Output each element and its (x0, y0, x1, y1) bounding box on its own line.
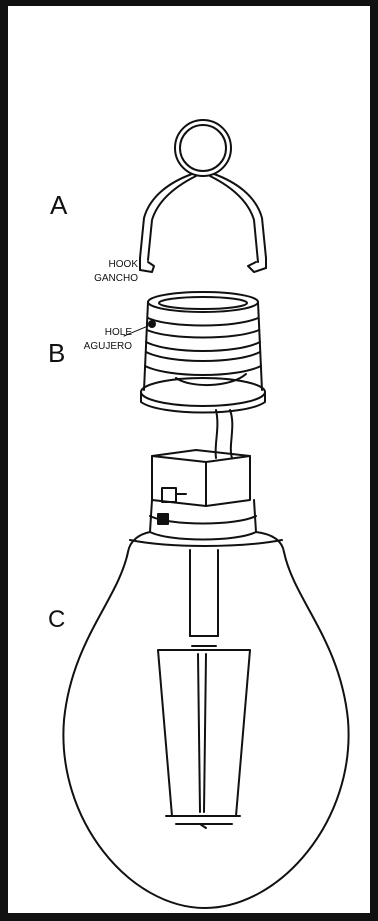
label-part-c: C (48, 606, 66, 633)
hook-left-arm-inner (147, 175, 197, 261)
socket-thread-1 (147, 317, 259, 327)
hook-label-es: GANCHO (94, 273, 138, 284)
hook-right-arm-inner (209, 175, 259, 263)
filament-wire (197, 653, 207, 813)
hook-left-arm-outer (139, 173, 193, 271)
neck-band (149, 499, 257, 541)
hole-label: HOLE AGUJERO (68, 326, 132, 354)
driver-box-top-edge (151, 455, 251, 463)
stem-rings (189, 635, 219, 647)
driver-box (151, 449, 251, 507)
wire-right (229, 409, 234, 459)
hook-ring-outer (174, 119, 232, 177)
hole-label-en: HOLE (104, 327, 132, 338)
socket-thread-5 (144, 365, 262, 376)
hook-label-en: HOOK (108, 259, 138, 270)
label-part-b: B (48, 338, 66, 368)
bulb-collar (129, 539, 283, 547)
bulb-stem (189, 549, 219, 647)
socket-top-inner (158, 296, 248, 310)
socket-thread-2 (146, 329, 260, 339)
socket-bottom-flange (140, 391, 266, 414)
filament-base (165, 815, 241, 825)
label-part-a: A (50, 190, 68, 220)
bulb-neck (149, 499, 257, 541)
neck-notch (157, 513, 169, 525)
filament (157, 649, 251, 829)
socket-thread-4 (145, 351, 261, 362)
socket-right-side (257, 301, 263, 391)
socket-left-side (143, 301, 149, 391)
wires (214, 409, 234, 459)
hole-label-es: AGUJERO (83, 341, 132, 352)
socket-part (123, 291, 266, 414)
hole-leader-line (123, 325, 149, 337)
hook-right-arm-outer (213, 173, 267, 269)
socket-thread-3 (145, 341, 261, 352)
bulb-glass (62, 531, 350, 909)
hook-part (139, 119, 267, 273)
hook-left-tip (139, 261, 155, 273)
filament-tip (199, 823, 207, 829)
hook-ring-inner (179, 124, 227, 172)
lamp-drawing (62, 119, 350, 909)
wire-left (214, 409, 219, 459)
socket-hole (148, 320, 156, 328)
socket-thread-6 (175, 373, 247, 387)
hook-right-tip (247, 261, 267, 273)
driver-clip (161, 487, 177, 503)
socket-bottom-rim (140, 377, 266, 407)
hook-label: HOOK GANCHO (80, 258, 138, 286)
